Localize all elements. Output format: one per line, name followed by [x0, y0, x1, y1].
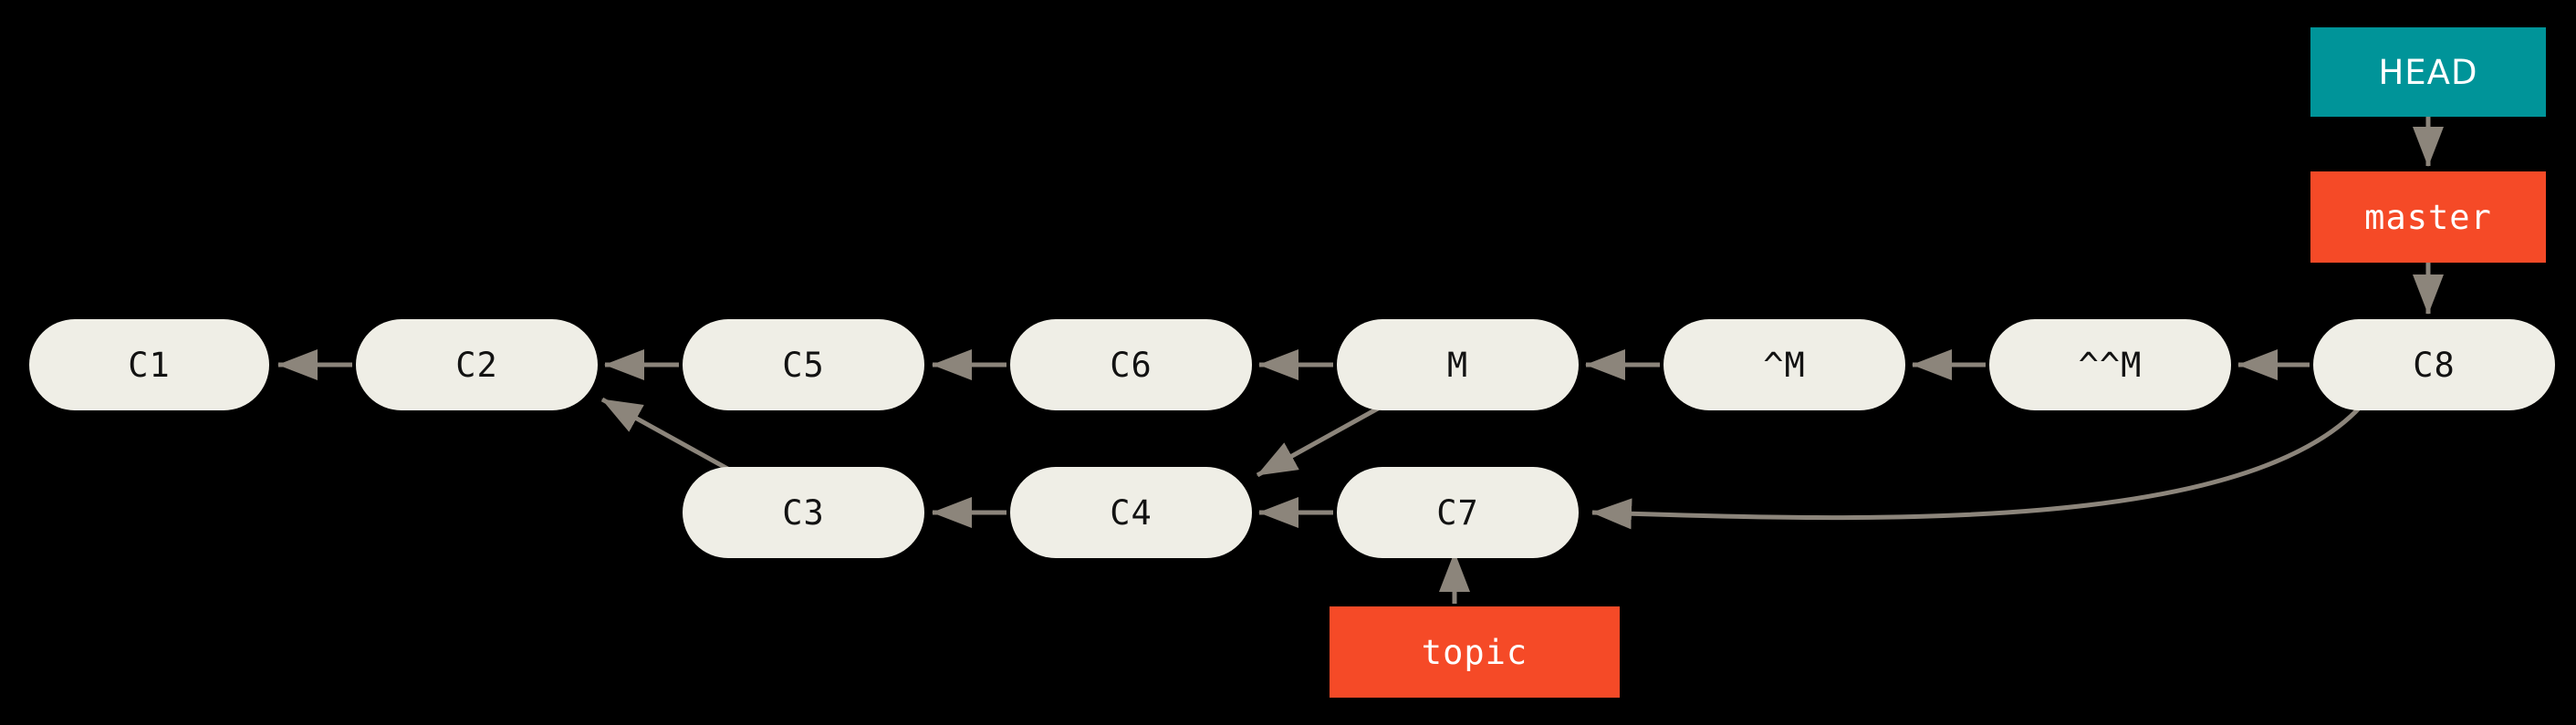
- commit-label: M: [1446, 345, 1469, 385]
- commit-node-c4[interactable]: C4: [1010, 467, 1252, 558]
- branch-label-text: topic: [1421, 632, 1528, 672]
- head-label-text: HEAD: [2378, 52, 2478, 92]
- commit-label: C1: [128, 345, 171, 385]
- commit-label: ^M: [1763, 345, 1806, 385]
- commit-node-pm[interactable]: ^M: [1663, 319, 1905, 410]
- commit-label: C8: [2413, 345, 2456, 385]
- commit-node-c6[interactable]: C6: [1010, 319, 1252, 410]
- commit-node-c3[interactable]: C3: [683, 467, 924, 558]
- commit-node-c5[interactable]: C5: [683, 319, 924, 410]
- commit-node-c7[interactable]: C7: [1337, 467, 1579, 558]
- head-pointer-label[interactable]: HEAD: [2310, 27, 2546, 117]
- commit-label: C5: [782, 345, 825, 385]
- edge-c8-c7: [1591, 399, 2367, 530]
- commit-label: C6: [1110, 345, 1152, 385]
- commit-node-ppm[interactable]: ^^M: [1989, 319, 2231, 410]
- commit-label: C2: [455, 345, 498, 385]
- edge-m-c4: [1256, 397, 1396, 478]
- branch-label-master[interactable]: master: [2310, 171, 2546, 263]
- branch-label-text: master: [2364, 197, 2492, 237]
- commit-node-m[interactable]: M: [1337, 319, 1579, 410]
- branch-label-topic[interactable]: topic: [1330, 606, 1620, 698]
- commit-node-c1[interactable]: C1: [29, 319, 269, 410]
- commit-node-c8[interactable]: C8: [2313, 319, 2555, 410]
- commit-label: C3: [782, 492, 825, 533]
- commit-node-c2[interactable]: C2: [356, 319, 598, 410]
- commit-label: ^^M: [2078, 345, 2143, 385]
- commit-label: C7: [1436, 492, 1479, 533]
- edge-c3-c2: [600, 397, 741, 478]
- commit-label: C4: [1110, 492, 1152, 533]
